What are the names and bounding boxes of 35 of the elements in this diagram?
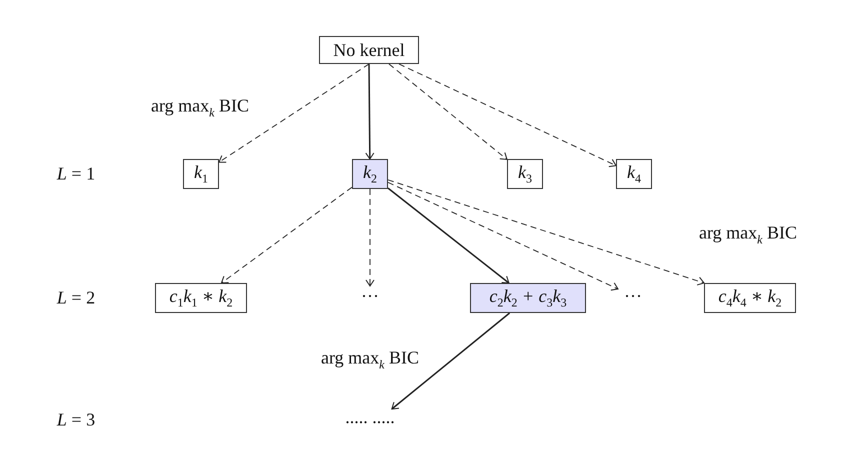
kernel-box xyxy=(155,283,247,313)
kernel-label: k$_{2}$ xyxy=(363,162,377,186)
dashed-arrow xyxy=(388,182,618,291)
dashed-arrow xyxy=(220,186,352,284)
kernel-label: c$_{2}$k$_{2}$ + c$_{3}$k$_{3}$ xyxy=(489,286,567,310)
level-label: L = 2 xyxy=(56,288,96,308)
ellipsis-text: ··· xyxy=(355,286,385,306)
dashed-arrow xyxy=(366,188,374,286)
kernel-box xyxy=(352,159,388,189)
level-label: L = 3 xyxy=(56,410,96,430)
criterion-label: arg max$_{k}$ BIC xyxy=(699,222,797,248)
ellipsis-text: ..... ..... xyxy=(335,409,405,425)
kernel-box xyxy=(470,283,586,313)
dashed-arrow xyxy=(398,64,616,168)
kernel-label: No kernel xyxy=(333,40,405,60)
kernel-box xyxy=(319,36,419,64)
dashed-arrow xyxy=(218,64,370,163)
criterion-label: arg max$_{k}$ BIC xyxy=(151,96,249,120)
kernel-label: k$_{4}$ xyxy=(627,162,641,186)
dashed-arrow xyxy=(388,179,705,286)
arrow xyxy=(365,64,374,160)
kernel-label: c$_{1}$k$_{1}$ ∗ k$_{2}$ xyxy=(169,286,233,310)
ellipsis-text: ··· xyxy=(618,286,648,306)
kernel-box xyxy=(616,159,652,189)
level-label: L = 1 xyxy=(56,164,96,184)
kernel-box xyxy=(183,159,219,189)
kernel-box xyxy=(704,283,796,313)
kernel-label: k$_{1}$ xyxy=(194,162,208,186)
dashed-arrow xyxy=(388,64,508,160)
kernel-label: k$_{3}$ xyxy=(518,162,532,186)
criterion-label: arg max$_{k}$ BIC xyxy=(321,348,419,372)
kernel-box xyxy=(507,159,543,189)
arrow xyxy=(391,312,510,410)
kernel-label: c$_{4}$k$_{4}$ ∗ k$_{2}$ xyxy=(718,286,782,310)
arrow xyxy=(388,188,510,284)
